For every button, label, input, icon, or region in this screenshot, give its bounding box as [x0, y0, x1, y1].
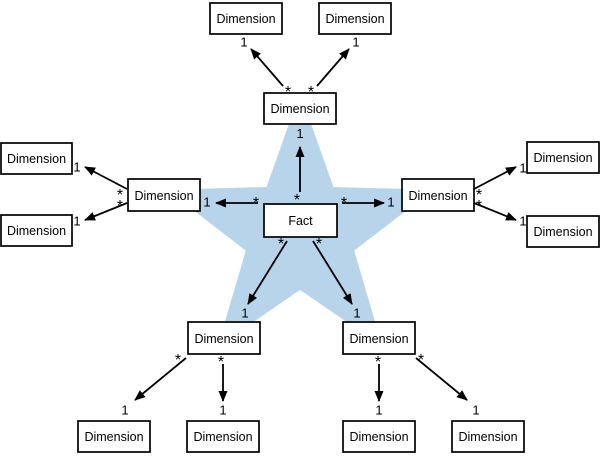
dimension-box-rect — [342, 321, 416, 355]
dimension-box-top-outer-left: Dimension — [209, 2, 283, 35]
relation-arrow-left-outer-lower — [84, 202, 128, 221]
dimension-box-rect — [0, 214, 73, 247]
relation-arrow-bottom-outer-1 — [134, 357, 187, 401]
cardinality-many-label: * — [476, 187, 482, 204]
dimension-box-label: Dimension — [7, 152, 66, 166]
cardinality-many-label: * — [253, 195, 259, 212]
dimension-box-rect — [127, 178, 201, 212]
dimension-box-rect — [342, 420, 416, 453]
dimension-box-left-outer-upper: Dimension — [0, 142, 73, 175]
cardinality-many-label: * — [117, 198, 123, 215]
dimension-box-rect — [318, 2, 392, 35]
fact-box-rect — [263, 203, 338, 238]
dimension-box-label: Dimension — [134, 189, 193, 203]
cardinality-one-label: 1 — [472, 403, 479, 418]
cardinality-many-label: * — [418, 352, 424, 369]
dimension-box-label: Dimension — [349, 430, 408, 444]
dimension-box-rect — [186, 420, 260, 453]
dimension-box-bottom-left: Dimension — [187, 321, 261, 355]
cardinality-one-label: 1 — [73, 214, 80, 229]
dimension-box-right-outer-lower: Dimension — [526, 215, 600, 248]
relation-arrow-top-outer-right — [316, 48, 350, 87]
cardinality-one-label: 1 — [352, 35, 359, 50]
dimension-box-rect — [451, 420, 525, 453]
cardinality-one-label: 1 — [241, 306, 248, 321]
relation-arrow-fact-bottom-right — [312, 240, 353, 305]
cardinality-one-label: 1 — [219, 403, 226, 418]
dimension-box-label: Dimension — [458, 430, 517, 444]
cardinality-many-label: * — [218, 354, 224, 371]
cardinality-one-label: 1 — [203, 195, 210, 210]
relation-arrow-right-outer-lower — [473, 202, 517, 221]
cardinality-many-label: * — [175, 352, 181, 369]
dimension-box-left-outer-lower: Dimension — [0, 214, 73, 247]
dimension-box-bottom-outer-3: Dimension — [342, 420, 416, 453]
dimension-box-rect — [77, 420, 151, 453]
cardinality-one-label: 1 — [375, 403, 382, 418]
dimension-box-rect — [526, 141, 600, 174]
cardinality-many-label: * — [117, 187, 123, 204]
cardinality-many-label: * — [294, 192, 300, 209]
cardinality-one-label: 1 — [73, 160, 80, 175]
dimension-box-label: Dimension — [7, 224, 66, 238]
dimension-box-rect — [0, 142, 73, 175]
dimension-box-label: Dimension — [533, 151, 592, 165]
relation-arrow-right-outer-upper — [473, 166, 517, 190]
relation-arrow-top-outer-left — [250, 48, 284, 87]
relation-arrow-bottom-outer-4 — [415, 357, 468, 401]
dimension-box-rect — [187, 321, 261, 355]
dimension-box-top-outer-right: Dimension — [318, 2, 392, 35]
dimension-box-bottom-outer-4: Dimension — [451, 420, 525, 453]
dimension-box-rect — [209, 2, 283, 35]
dimension-box-rect — [526, 215, 600, 248]
cardinality-one-label: 1 — [519, 161, 526, 176]
dimension-box-right-outer-upper: Dimension — [526, 141, 600, 174]
dimension-box-rect — [401, 178, 475, 212]
dimension-box-bottom-right: Dimension — [342, 321, 416, 355]
dimension-box-right: Dimension — [401, 178, 475, 212]
dimension-box-label: Dimension — [84, 430, 143, 444]
cardinality-many-label: * — [316, 236, 322, 253]
cardinality-one-label: 1 — [240, 35, 247, 50]
cardinality-many-label: * — [476, 198, 482, 215]
relation-arrow-fact-bottom-left — [247, 240, 288, 305]
cardinality-one-label: 1 — [296, 126, 303, 141]
dimension-box-bottom-outer-1: Dimension — [77, 420, 151, 453]
dimension-box-label: Dimension — [193, 430, 252, 444]
fact-box: Fact — [263, 203, 338, 238]
dimension-box-rect — [263, 92, 337, 125]
dimension-box-label: Dimension — [194, 332, 253, 346]
cardinality-many-label: * — [278, 236, 284, 253]
dimension-box-top: Dimension — [263, 92, 337, 125]
dimension-box-left: Dimension — [127, 178, 201, 212]
cardinality-one-label: 1 — [121, 403, 128, 418]
dimension-box-bottom-outer-2: Dimension — [186, 420, 260, 453]
dimension-box-label: Dimension — [325, 12, 384, 26]
cardinality-one-label: 1 — [519, 214, 526, 229]
dimension-box-label: Dimension — [216, 12, 275, 26]
dimension-box-label: Dimension — [408, 189, 467, 203]
dimension-box-label: Dimension — [270, 102, 329, 116]
cardinality-many-label: * — [375, 354, 381, 371]
cardinality-one-label: 1 — [353, 306, 360, 321]
dimension-box-label: Dimension — [533, 225, 592, 239]
cardinality-many-label: * — [341, 195, 347, 212]
dimension-box-label: Dimension — [349, 332, 408, 346]
cardinality-one-label: 1 — [387, 195, 394, 210]
fact-box-label: Fact — [288, 214, 313, 228]
relation-arrow-left-outer-upper — [84, 166, 128, 190]
